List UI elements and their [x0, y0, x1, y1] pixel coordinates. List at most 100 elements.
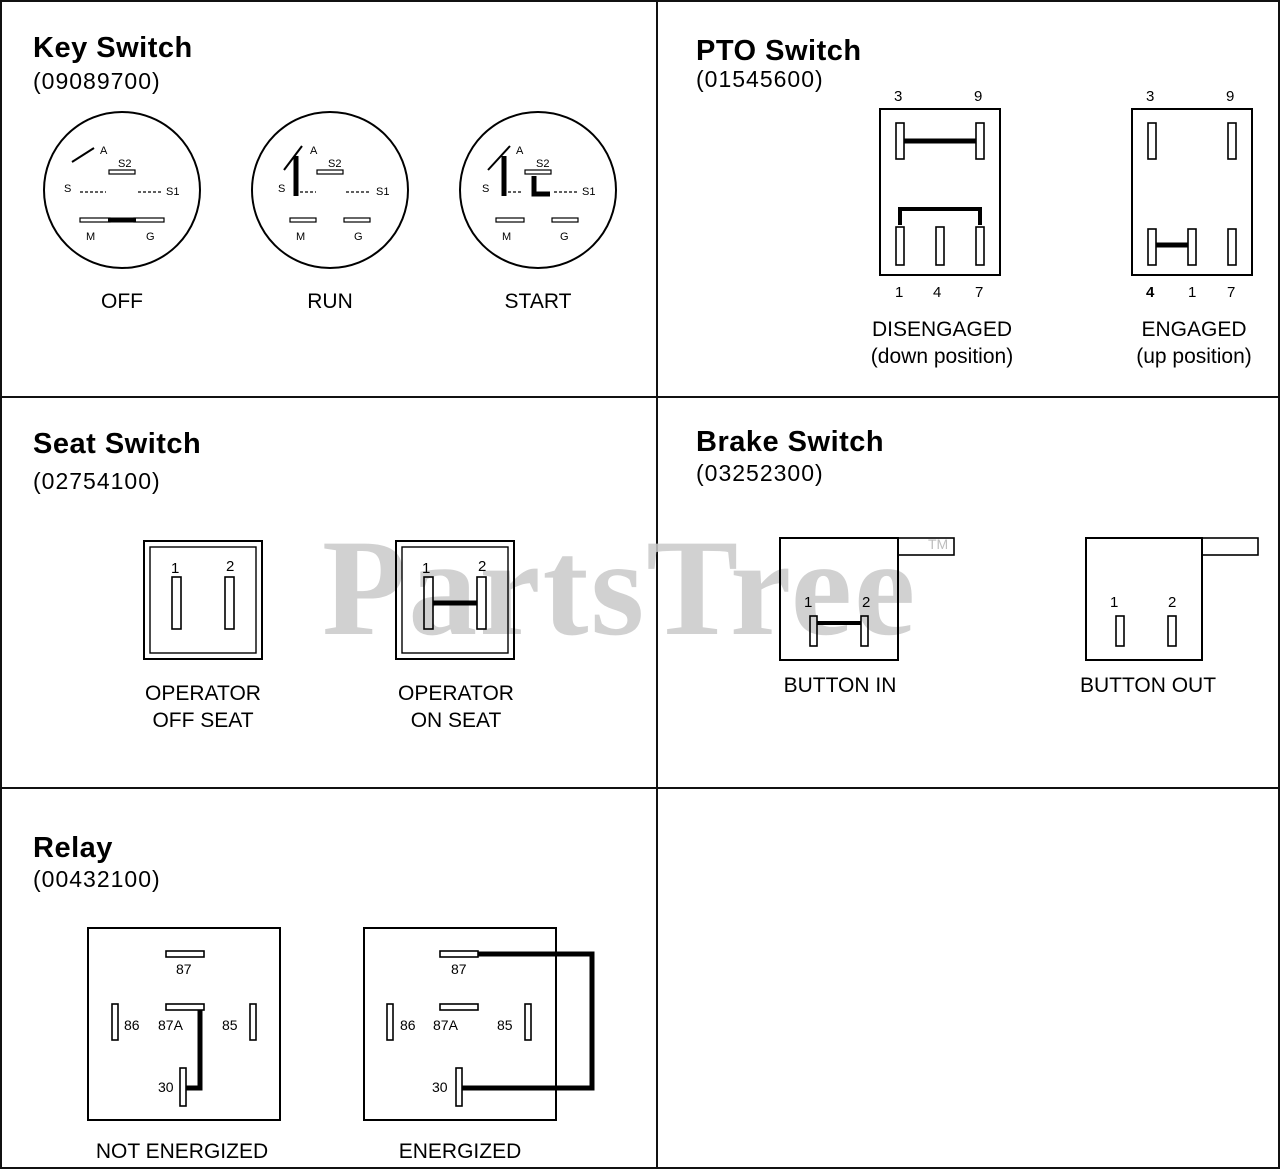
relay-part-number: (00432100)	[33, 866, 161, 892]
brake-in-pin-2-label: 2	[862, 594, 870, 611]
pto-switch-part-number: (01545600)	[696, 66, 824, 92]
key-switch-run-label-m: M	[296, 231, 305, 243]
relay-energized-diagram: 87 86 87A 85 30	[363, 927, 595, 1121]
seat-on-caption-line2: ON SEAT	[410, 709, 502, 732]
pto-engaged-terminal-1	[1187, 228, 1197, 266]
key-switch-run-label-s1: S1	[376, 186, 389, 198]
key-switch-off-label-s: S	[64, 183, 71, 195]
seat-off-caption-line1: OPERATOR	[145, 682, 261, 705]
relay-e-label-87: 87	[451, 961, 467, 977]
key-switch-run-diagram: A S2 S S1 M G	[251, 111, 409, 269]
key-switch-run-label-g: G	[354, 231, 363, 243]
key-switch-run-label-s: S	[278, 183, 285, 195]
pto-disengaged-pin-9: 9	[974, 88, 982, 105]
grid-divider-h2	[0, 787, 1280, 789]
seat-off-housing-inner	[149, 546, 257, 654]
relay-e-label-85: 85	[497, 1017, 513, 1033]
pto-disengaged-position: (down position)	[870, 345, 1014, 368]
relay-ne-label-87a: 87A	[158, 1017, 184, 1033]
key-switch-start-g-terminal	[551, 217, 579, 223]
pto-disengaged-terminal-7	[975, 226, 985, 266]
seat-off-diagram: 1 2	[143, 540, 263, 660]
relay-e-label-86: 86	[400, 1017, 416, 1033]
pto-disengaged-caption: DISENGAGED (down position)	[840, 316, 1044, 370]
seat-on-pin-2-label: 2	[478, 558, 486, 575]
key-switch-start-label-m: M	[502, 231, 511, 243]
pto-engaged-pin-7: 7	[1227, 284, 1235, 301]
pto-engaged-terminal-4	[1147, 228, 1157, 266]
seat-off-pin-2-label: 2	[226, 558, 234, 575]
key-switch-off-label-s1: S1	[166, 186, 179, 198]
seat-on-terminal-1	[423, 576, 434, 630]
relay-ne-terminal-87a	[165, 1003, 205, 1011]
seat-on-housing-inner	[401, 546, 509, 654]
key-switch-caption-run: RUN	[307, 290, 353, 313]
key-switch-run-g-terminal	[343, 217, 371, 223]
key-switch-off-s2-terminal	[108, 169, 136, 175]
key-switch-off-label-s2: S2	[118, 158, 131, 170]
relay-e-label-87a: 87A	[433, 1017, 459, 1033]
relay-e-terminal-85	[524, 1003, 532, 1041]
seat-off-housing-outer	[143, 540, 263, 660]
pto-switch-title: PTO Switch	[696, 35, 862, 67]
seat-on-diagram: 1 2	[395, 540, 515, 660]
relay-energized-caption: ENERGIZED	[398, 1140, 522, 1163]
key-switch-run-label-a: A	[310, 145, 318, 157]
pto-engaged-caption: ENGAGED (up position)	[1102, 316, 1280, 370]
seat-on-housing-outer	[395, 540, 515, 660]
brake-switch-part-number: (03252300)	[696, 460, 824, 486]
relay-not-energized-caption: NOT ENERGIZED	[95, 1140, 269, 1163]
pto-engaged-terminal-3	[1147, 122, 1157, 160]
brake-out-terminal-1	[1115, 615, 1125, 647]
brake-in-diagram: 1 2	[779, 537, 955, 661]
brake-out-terminal-2	[1167, 615, 1177, 647]
pto-disengaged-pin-4: 4	[933, 284, 941, 301]
pto-engaged-pin-3: 3	[1146, 88, 1154, 105]
key-switch-start-s2-s1-bridge	[531, 176, 550, 197]
key-switch-caption-start: START	[504, 290, 572, 313]
key-switch-start-label-s: S	[482, 183, 489, 195]
pto-engaged-terminal-9	[1227, 122, 1237, 160]
key-switch-off-m-terminal	[79, 217, 111, 223]
relay-ne-label-85: 85	[222, 1017, 238, 1033]
pto-disengaged-terminal-1	[895, 226, 905, 266]
brake-switch-title: Brake Switch	[696, 426, 885, 458]
relay-ne-terminal-30	[179, 1067, 187, 1107]
relay-ne-terminal-86	[111, 1003, 119, 1041]
seat-off-caption-line2: OFF SEAT	[152, 709, 254, 732]
brake-out-caption: BUTTON OUT	[1079, 674, 1217, 697]
key-switch-off-label-a: A	[100, 145, 108, 157]
pto-switch-diagrams: 3 9 1 4 7 3 9 4 1 7	[879, 88, 1253, 301]
key-switch-title: Key Switch	[33, 32, 193, 64]
pto-disengaged-terminal-9	[975, 122, 985, 160]
relay-ne-label-30: 30	[158, 1079, 174, 1095]
seat-off-pin-1-label: 1	[171, 560, 179, 577]
seat-switch-diagrams: 1 2 1 2	[143, 540, 515, 660]
key-switch-caption-off: OFF	[101, 290, 143, 313]
key-switch-run-m-terminal	[289, 217, 317, 223]
relay-e-label-30: 30	[432, 1079, 448, 1095]
pto-engaged-pin-1: 1	[1188, 284, 1196, 301]
relay-ne-label-87: 87	[176, 961, 192, 977]
relay-title: Relay	[33, 832, 113, 864]
key-switch-run-s2-terminal	[316, 169, 344, 175]
brake-in-button	[897, 537, 955, 556]
watermark-trademark: TM	[928, 536, 949, 552]
key-switch-start-label-g: G	[560, 231, 569, 243]
key-switch-start-m-terminal	[495, 217, 525, 223]
pto-disengaged-pin-7: 7	[975, 284, 983, 301]
key-switch-start-a-contact	[487, 145, 511, 171]
seat-on-caption-line1: OPERATOR	[398, 682, 514, 705]
seat-off-terminal-1	[171, 576, 182, 630]
key-switch-start-label-a: A	[516, 145, 524, 157]
key-switch-off-g-terminal	[133, 217, 165, 223]
pto-engaged-pin-9: 9	[1226, 88, 1234, 105]
brake-in-housing	[779, 537, 899, 661]
brake-out-pin-1-label: 1	[1110, 594, 1118, 611]
key-switch-run-body	[251, 111, 409, 269]
relay-ne-terminal-85	[249, 1003, 257, 1041]
pto-engaged-state: ENGAGED	[1141, 318, 1247, 341]
relay-e-terminal-86	[386, 1003, 394, 1041]
pto-disengaged-housing	[879, 108, 1001, 276]
seat-off-caption: OPERATOR OFF SEAT	[123, 680, 283, 734]
